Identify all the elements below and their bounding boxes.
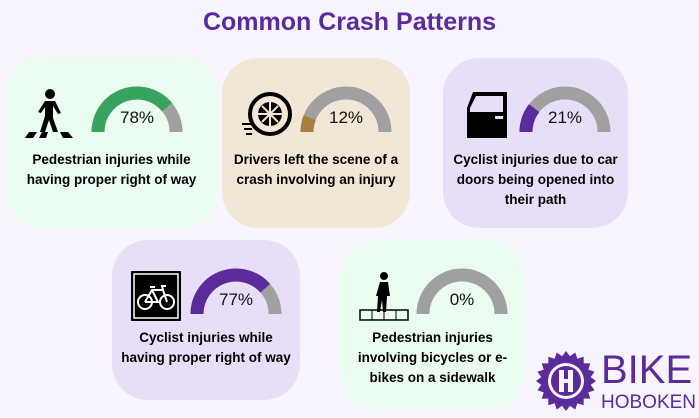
pedestrian-sidewalk-icon <box>359 272 409 321</box>
card-description: Pedestrian injuries involving bicycles o… <box>357 330 508 385</box>
percent-gauge <box>190 268 282 315</box>
percent-gauge <box>416 268 508 315</box>
gauge-fill <box>300 115 316 133</box>
bike-hoboken-logo: BIKE HOBOKEN <box>535 348 697 415</box>
stat-card-hit-and-run: 12% Drivers left the scene of a crash in… <box>222 58 410 228</box>
car-door-icon <box>467 92 507 138</box>
card-description: Cyclist injuries due to car doors being … <box>453 152 618 207</box>
gauge-fill <box>91 86 173 133</box>
gauge-fill <box>519 104 540 133</box>
bicycle-sign-icon <box>131 271 181 321</box>
card-description: Pedestrian injuries while having proper … <box>26 152 197 187</box>
gauge-track <box>416 268 508 315</box>
stat-card-cyclist-right-of-way: 77% Cyclist injuries while having proper… <box>112 240 300 400</box>
percent-value: 77% <box>218 290 254 309</box>
speeding-wheel-icon <box>242 92 292 136</box>
stat-card-sidewalk: 0% Pedestrian injuries involving bicycle… <box>340 240 525 410</box>
stat-card-pedestrian-right-of-way: 78% Pedestrian injuries while having pro… <box>5 58 218 228</box>
logo-text-hoboken: HOBOKEN <box>601 392 697 413</box>
pedestrian-crosswalk-icon <box>25 89 73 138</box>
gear-h-icon <box>536 351 596 411</box>
percent-gauge <box>300 86 392 133</box>
stat-card-dooring: 21% Cyclist injuries due to car doors be… <box>443 58 628 228</box>
percent-value: 0% <box>449 290 475 309</box>
percent-value: 78% <box>119 108 155 127</box>
percent-gauge <box>519 86 611 133</box>
gauge-fill <box>190 268 271 315</box>
gauge-track <box>300 86 392 133</box>
logo-text-bike: BIKE <box>601 348 693 392</box>
percent-value: 12% <box>328 108 364 127</box>
card-description: Cyclist injuries while having proper rig… <box>121 330 291 365</box>
percent-gauge <box>91 86 183 133</box>
page-title: Common Crash Patterns <box>202 8 497 36</box>
percent-value: 21% <box>547 108 583 127</box>
card-description: Drivers left the scene of a crash involv… <box>233 152 399 187</box>
